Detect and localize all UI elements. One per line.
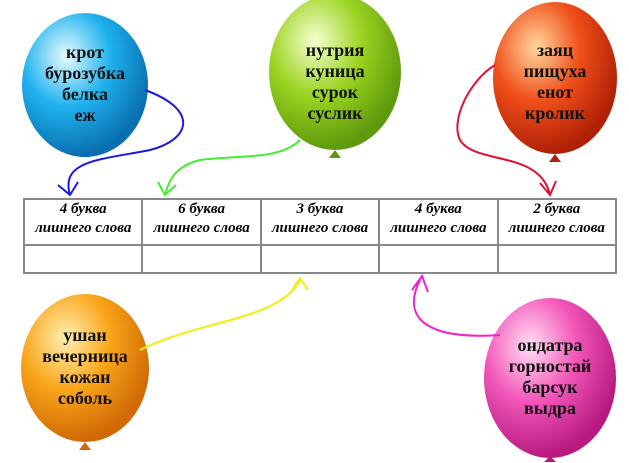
word: кролик xyxy=(525,103,585,123)
word: ушан xyxy=(63,325,107,345)
cell-line: лишнего слова xyxy=(153,220,250,236)
answer-cell[interactable] xyxy=(22,244,144,274)
word: барсук xyxy=(522,377,578,397)
word: куница xyxy=(305,61,365,81)
word: еж xyxy=(74,105,96,125)
word: пищуха xyxy=(523,61,587,81)
word: соболь xyxy=(57,388,113,408)
answer-cell[interactable] xyxy=(496,244,618,274)
table-cell: 2 буква лишнего слова xyxy=(496,198,618,246)
table-answer-row xyxy=(22,244,618,274)
answer-cell[interactable] xyxy=(378,244,499,274)
word: белка xyxy=(62,84,108,104)
word: крот xyxy=(66,42,104,62)
word: сурок xyxy=(311,82,359,102)
arrow-yellow xyxy=(139,276,309,351)
word: выдра xyxy=(524,398,576,418)
balloon-green xyxy=(269,0,401,158)
word: кожан xyxy=(59,367,111,387)
word: ондатра xyxy=(517,335,583,355)
word: нутрия xyxy=(305,40,365,60)
balloon-red xyxy=(493,2,617,162)
cell-line: 6 буква xyxy=(178,201,226,217)
word: бурозубка xyxy=(44,63,126,83)
balloon-orange xyxy=(21,294,149,450)
word: енот xyxy=(537,82,573,102)
arrow-green xyxy=(157,139,301,197)
word: вечерница xyxy=(42,346,128,366)
cell-line: 3 буква xyxy=(296,201,344,217)
word: заяц xyxy=(536,40,574,60)
table-header-row: 4 буква лишнего слова 6 буква лишнего слов… xyxy=(22,198,618,246)
word: суслик xyxy=(307,103,363,123)
table-cell: 3 буква лишнего слова xyxy=(259,198,381,246)
word: горностай xyxy=(508,356,592,376)
balloon-blue xyxy=(22,13,148,157)
answer-cell[interactable] xyxy=(141,244,262,274)
balloon-pink xyxy=(484,298,616,462)
cell-line: лишнего слова xyxy=(271,220,369,236)
answer-cell[interactable] xyxy=(259,244,381,274)
answer-table: 4 буква лишнего слова 6 буква лишнего слов… xyxy=(22,198,618,274)
cell-line: 4 буква xyxy=(414,201,462,217)
cell-line: 2 буква xyxy=(533,201,581,217)
table-cell: 4 буква лишнего слова xyxy=(22,198,144,246)
cell-line: лишнего слова xyxy=(508,220,605,236)
cell-line: 4 буква xyxy=(59,201,107,217)
cell-line: лишнего слова xyxy=(35,220,132,236)
table-cell: 4 буква лишнего слова xyxy=(378,198,499,246)
arrow-blue xyxy=(57,89,185,197)
arrow-red xyxy=(456,64,557,197)
arrow-pink xyxy=(411,273,501,337)
table-cell: 6 буква лишнего слова xyxy=(141,198,262,246)
cell-line: лишнего слова xyxy=(390,220,487,236)
